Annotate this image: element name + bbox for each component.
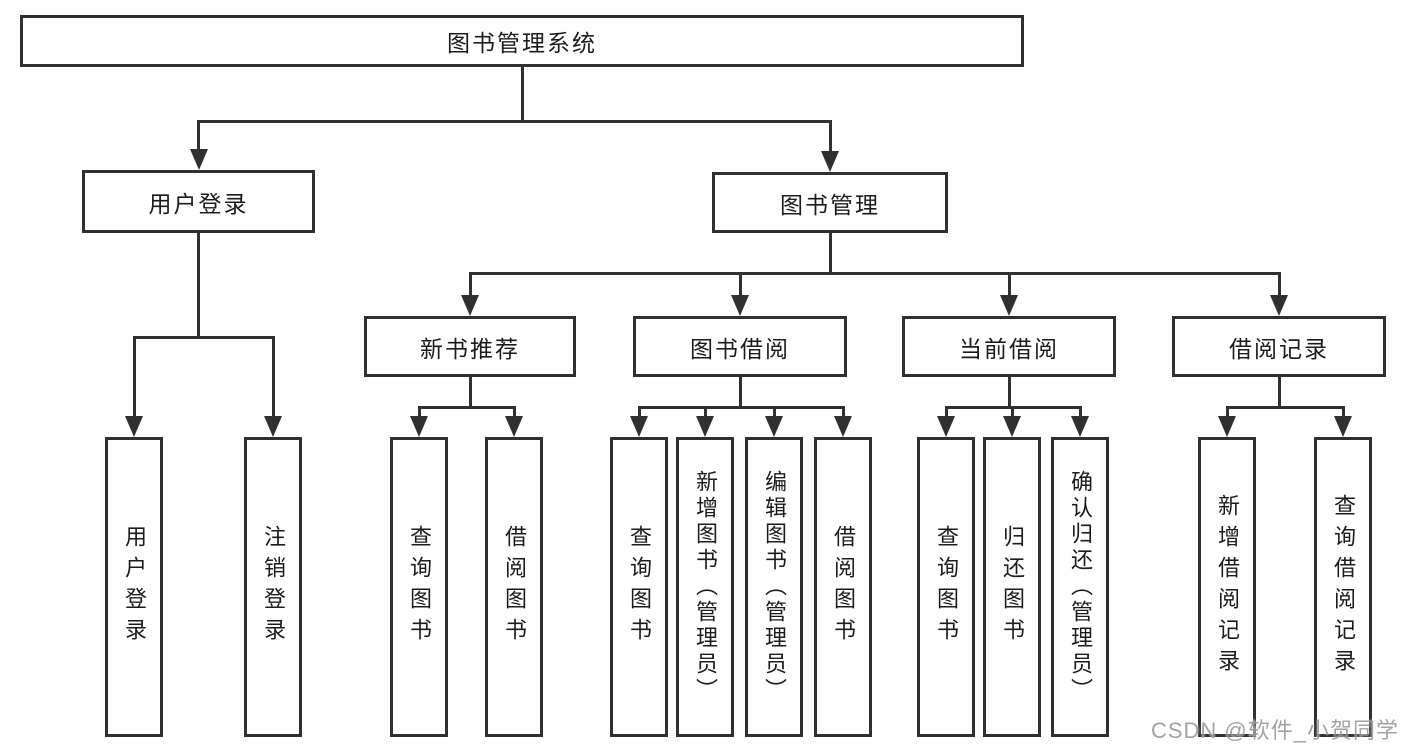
connector-branch (132, 336, 275, 339)
connector-drop (944, 406, 948, 420)
node-leaf-br-query-record: 查询借阅记录 (1314, 437, 1372, 737)
connector-drop (132, 336, 136, 420)
connector-drop (637, 406, 641, 420)
arrowhead-icon (1003, 416, 1021, 437)
connector-drop (1277, 272, 1281, 299)
arrowhead-icon (1334, 416, 1352, 437)
connector-drop (1010, 406, 1014, 420)
node-label: 新增图书（管理员） (693, 470, 718, 704)
connector-branch (197, 120, 832, 123)
connector-branch (637, 406, 845, 409)
node-current-borrowing: 当前借阅 (902, 316, 1116, 377)
node-borrowing-records: 借阅记录 (1172, 316, 1386, 377)
node-label: 借阅图书 (831, 525, 856, 649)
arrowhead-icon (461, 295, 479, 316)
node-label: 用户登录 (122, 525, 147, 649)
arrowhead-icon (189, 149, 208, 170)
node-label: 归还图书 (1000, 525, 1025, 649)
arrowhead-icon (125, 416, 143, 437)
connector-drop (828, 120, 832, 155)
connector-drop (468, 272, 472, 299)
arrowhead-icon (937, 416, 955, 437)
connector-stem (197, 233, 200, 339)
node-label: 借阅图书 (502, 525, 527, 649)
connector-drop (1341, 406, 1345, 420)
node-leaf-bb-query-books: 查询图书 (610, 437, 668, 737)
connector-stem (520, 67, 524, 123)
connector-drop (1007, 272, 1011, 299)
arrowhead-icon (1000, 295, 1018, 316)
node-label: 借阅记录 (1229, 335, 1329, 362)
connector-drop (772, 406, 776, 420)
node-leaf-cb-return-books: 归还图书 (983, 437, 1041, 737)
connector-drop (417, 406, 421, 420)
node-label: 查询借阅记录 (1331, 494, 1356, 680)
node-leaf-logout: 注销登录 (244, 437, 302, 737)
node-leaf-rec-borrow-books: 借阅图书 (485, 437, 543, 737)
node-leaf-bb-borrow-books: 借阅图书 (814, 437, 872, 737)
node-book-borrowing: 图书借阅 (633, 316, 847, 377)
node-new-book-recommend: 新书推荐 (364, 316, 576, 377)
connector-branch (468, 272, 1281, 275)
arrowhead-icon (821, 151, 839, 172)
node-label: 查询图书 (407, 525, 432, 649)
connector-stem (1007, 377, 1011, 409)
node-leaf-cb-query-books: 查询图书 (917, 437, 975, 737)
connector-branch (417, 406, 516, 409)
node-label: 当前借阅 (959, 335, 1059, 362)
arrowhead-icon (1071, 416, 1089, 437)
node-label: 用户登录 (148, 190, 249, 217)
connector-stem (738, 377, 742, 409)
arrowhead-icon (834, 416, 852, 437)
connector-drop (1225, 406, 1229, 420)
arrowhead-icon (765, 416, 783, 437)
node-label: 新书推荐 (420, 335, 520, 362)
connector-drop (1078, 406, 1082, 420)
connector-drop (738, 272, 742, 299)
arrowhead-icon (1218, 416, 1236, 437)
node-label: 查询图书 (627, 525, 652, 649)
connector-stem (468, 377, 472, 409)
arrowhead-icon (630, 416, 648, 437)
arrowhead-icon (696, 416, 714, 437)
node-label: 图书管理系统 (447, 30, 597, 56)
connector-stem (828, 233, 832, 275)
node-leaf-cb-confirm-return: 确认归还（管理员） (1051, 437, 1109, 737)
node-leaf-bb-edit-books: 编辑图书（管理员） (745, 437, 803, 737)
connector-stem (1277, 377, 1281, 409)
connector-drop (841, 406, 845, 420)
node-user-login: 用户登录 (82, 170, 315, 233)
arrowhead-icon (410, 416, 428, 437)
connector-branch (1225, 406, 1345, 409)
node-label: 图书借阅 (690, 335, 790, 362)
arrowhead-icon (731, 295, 749, 316)
node-book-management: 图书管理 (712, 172, 948, 233)
arrowhead-icon (505, 416, 523, 437)
node-label: 确认归还（管理员） (1068, 470, 1093, 704)
node-label: 编辑图书（管理员） (762, 470, 787, 704)
node-leaf-bb-add-books: 新增图书（管理员） (676, 437, 734, 737)
node-leaf-br-add-record: 新增借阅记录 (1198, 437, 1256, 737)
connector-drop (512, 406, 516, 420)
node-leaf-rec-query-books: 查询图书 (390, 437, 448, 737)
node-label: 图书管理 (780, 191, 880, 218)
arrowhead-icon (1270, 295, 1288, 316)
connector-drop (197, 120, 200, 153)
node-label: 新增借阅记录 (1215, 494, 1240, 680)
node-leaf-user-login: 用户登录 (105, 437, 163, 737)
arrowhead-icon (264, 416, 282, 437)
node-book-management-system: 图书管理系统 (20, 15, 1024, 67)
connector-drop (703, 406, 707, 420)
node-label: 注销登录 (261, 525, 286, 649)
connector-drop (271, 336, 275, 420)
node-label: 查询图书 (934, 525, 959, 649)
